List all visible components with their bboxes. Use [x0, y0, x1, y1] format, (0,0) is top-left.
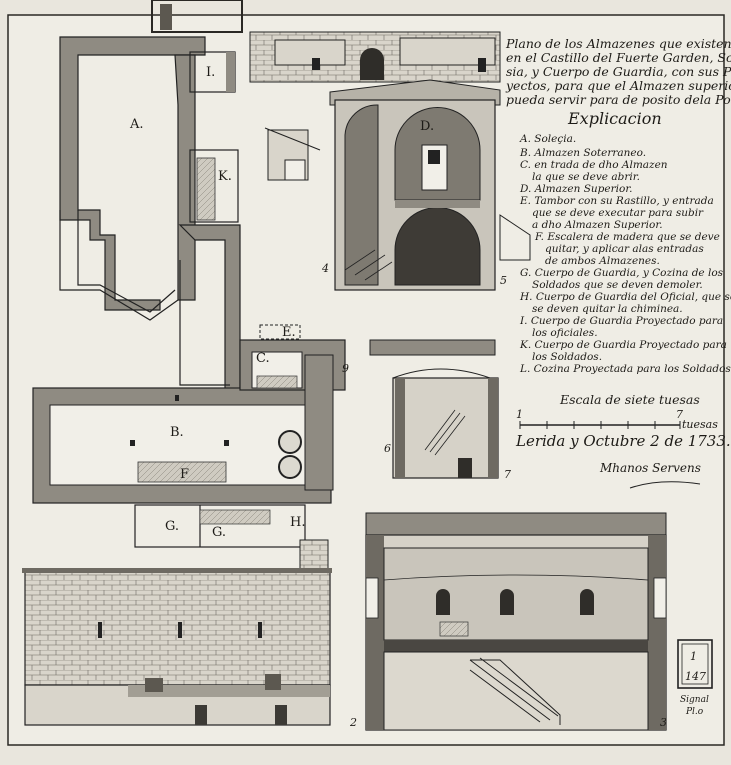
section-6-7 [369, 339, 499, 479]
date-line: Lerida y Octubre 2 de 1733. [515, 432, 731, 450]
legend-item: G. Cuerpo de Guardia, y Cozina de los [520, 267, 724, 279]
plan-soleria [59, 36, 241, 391]
section-number-9: 9 [342, 362, 349, 375]
section-number-7: 7 [504, 468, 511, 481]
plan-title: Plano de los Almazenes que existen en el… [505, 36, 731, 107]
label-D: D. [420, 119, 434, 134]
legend-item: que se deve executar para subir [532, 207, 704, 219]
legend-item: A. Soleçia. [519, 133, 576, 145]
legend-item: C. en trada de dho Almazen [520, 159, 668, 171]
scale-start: 1 [516, 408, 523, 421]
legend-item: la que se deve abrir. [532, 171, 640, 183]
legend-explicacion: Explicacion A. Soleçia. B. Almazen Soter… [519, 109, 731, 375]
label-G-2: G. [212, 525, 226, 540]
stamp-bottom: 147 [685, 670, 706, 683]
title-line-4: yectos, para que el Almazen superior [505, 78, 731, 93]
plan-almazen-soterraneo [32, 324, 346, 504]
section-number-5: 5 [500, 274, 507, 287]
section-number-3: 3 [660, 716, 667, 729]
section-number-4: 4 [321, 262, 329, 275]
signature-flourish [629, 481, 701, 489]
title-line-3: sia, y Cuerpo de Guardia, con sus Pro- [506, 64, 731, 79]
plan-room-I [189, 51, 236, 93]
title-line-5: pueda servir para de posito dela Polvora… [506, 92, 731, 107]
legend-item: quitar, y aplicar alas entradas [545, 243, 704, 255]
legend-item: los oficiales. [532, 327, 598, 339]
legend-item: a dho Almazen Superior. [532, 219, 663, 231]
legend-item: Soldados que se deven demoler. [532, 279, 703, 291]
label-A: A. [129, 117, 144, 132]
label-G-1: G. [165, 519, 179, 534]
signature: Mhanos Servens [599, 461, 701, 475]
scale-bar [519, 421, 681, 429]
label-H: H. [290, 515, 305, 530]
title-line-1: Plano de los Almazenes que existen [505, 36, 731, 51]
stamp-top: 1 [690, 650, 697, 663]
section-3-long [365, 512, 667, 731]
label-E: E. [282, 325, 296, 340]
archive-stamp [677, 639, 713, 689]
legend-item: D. Almazen Superior. [519, 183, 633, 195]
legend-item: B. Almazen Soterraneo. [519, 147, 646, 159]
legend-item: H. Cuerpo de Guardia del Oficial, que so… [519, 291, 731, 303]
legend-item: E. Tambor con su Rastillo, y entrada [519, 195, 714, 207]
title-line-2: en el Castillo del Fuerte Garden, Sole- [506, 50, 731, 65]
plan-guard-rooms [134, 504, 306, 548]
label-K: K. [218, 169, 232, 184]
top-tower-plan [151, 0, 243, 33]
label-I: I. [206, 65, 215, 80]
label-C: C. [256, 351, 270, 366]
section-number-2: 2 [349, 716, 357, 729]
elevation-2-facade [22, 539, 332, 726]
legend-item: se deven quitar la chiminea. [532, 303, 683, 315]
margin-note-2: Pl.o [685, 707, 704, 717]
scale-unit: tuesas [682, 418, 718, 431]
plan-room-K [189, 149, 239, 223]
legend-heading: Explicacion [567, 109, 662, 128]
section-number-6: 6 [384, 442, 391, 455]
scale-label: Escala de siete tuesas [559, 392, 700, 407]
label-B: B. [170, 425, 184, 440]
legend-item: K. Cuerpo de Guardia Proyectado para [519, 339, 727, 351]
section-4-5 [249, 31, 531, 291]
legend-item: L. Cozina Proyectada para los Soldados [519, 363, 731, 375]
legend-item: los Soldados. [532, 351, 602, 363]
legend-item: de ambos Almazenes. [545, 255, 660, 267]
scale-end: 7 [676, 408, 683, 421]
margin-note-1: Signal [680, 695, 709, 705]
label-F: F [180, 467, 189, 482]
legend-item: F. Escalera de madera que se deve [534, 231, 720, 243]
legend-item: I. Cuerpo de Guardia Proyectado para [519, 315, 723, 327]
